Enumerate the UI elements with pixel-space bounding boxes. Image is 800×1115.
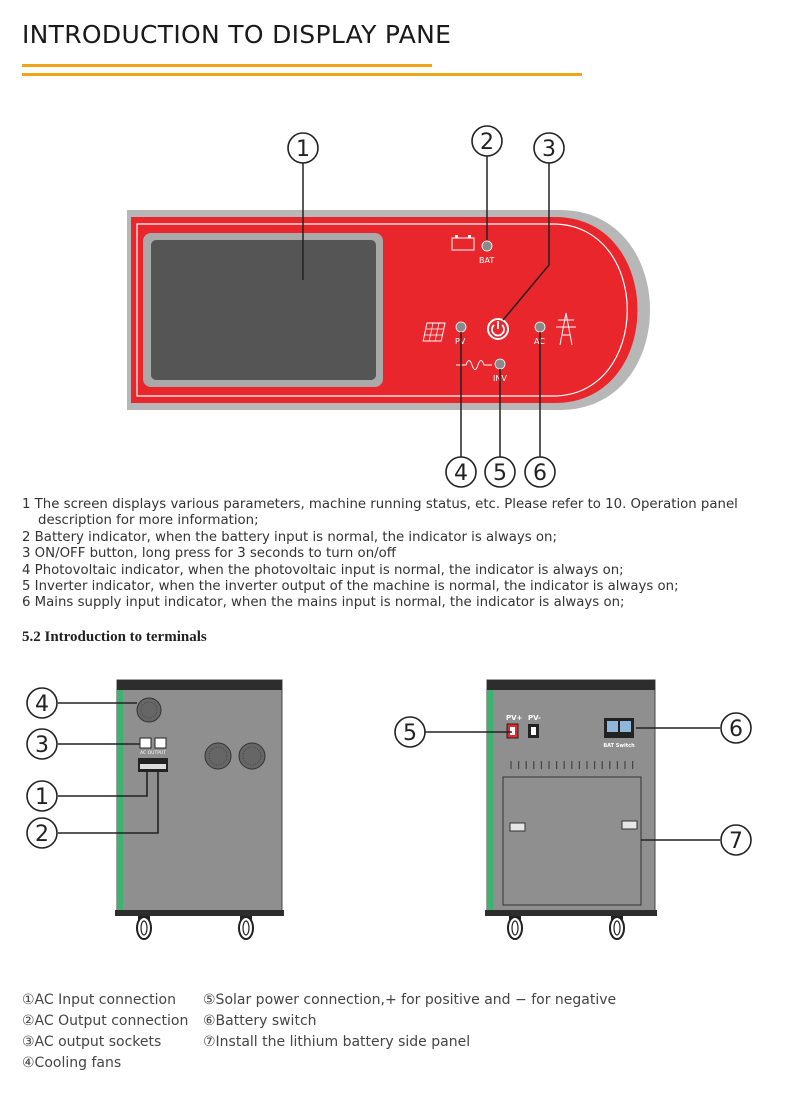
callout-1: 1 [287,132,319,164]
pv-plus-label: PV+ [506,714,523,722]
section-heading: 5.2 Introduction to terminals [22,629,207,645]
legend-item: ②AC Output connection [22,1013,189,1029]
legend-item: ①AC Input connection [22,992,176,1008]
cooling-fan [136,697,162,723]
power-icon [491,324,505,337]
back-callout-5: 5 [394,716,426,748]
legend-item: ⑦Install the lithium battery side panel [203,1034,471,1050]
front-callout-2-text: 2 [35,822,49,847]
title-underline [22,64,432,67]
inv-indicator-led [494,358,506,370]
back-callout-6: 6 [720,712,752,744]
front-callout-4: 4 [26,687,58,719]
callout-leaders [302,155,550,457]
back-callout-leaders [425,727,720,841]
panel-latch [509,822,526,832]
front-callout-3-text: 3 [35,733,49,758]
wheel [609,916,625,940]
wheel [507,916,523,940]
pv-indicator-led [455,321,467,333]
front-callout-3: 3 [26,728,58,760]
display-panel-diagram: BAT PV AC INV 1 2 [127,125,650,488]
callout-1-text: 1 [296,137,310,162]
panel-latch [621,820,638,830]
sine-wave-icon [456,360,492,370]
description-line: 2 Battery indicator, when the battery in… [22,529,557,545]
vent-strip [510,761,634,769]
wheel [136,916,152,940]
power-button[interactable] [487,318,509,340]
legend-item: ⑥Battery switch [203,1013,317,1029]
lcd-screen-inner [151,240,376,380]
battery-icon [451,235,475,251]
ac-indicator-led [534,321,546,333]
pv-minus-label: PV- [528,714,541,722]
indicator-descriptions: 1 The screen displays various parameters… [22,497,782,612]
panel-outline [136,223,628,397]
callout-5-text: 5 [493,461,507,486]
ac-socket [139,737,152,749]
back-callout-5-text: 5 [403,721,417,746]
callout-5: 5 [484,456,516,488]
power-pylon-icon [556,312,576,346]
description-line: 6 Mains supply input indicator, when the… [22,595,625,611]
legend-item: ④Cooling fans [22,1055,122,1071]
solar-panel-icon [422,322,446,342]
callout-4: 4 [445,456,477,488]
back-callout-7-text: 7 [729,829,743,854]
bat-label: BAT [479,256,494,265]
front-callout-leaders [58,702,159,834]
back-unit: PV+ PV- BAT Switch [485,679,657,940]
description-line: 3 ON/OFF button, long press for 3 second… [22,546,396,562]
battery-side-panel [502,776,642,906]
description-line: 5 Inverter indicator, when the inverter … [22,579,679,595]
description-line: 4 Photovoltaic indicator, when the photo… [22,562,624,578]
description-line: description for more information; [38,513,259,529]
legend-item: ⑤Solar power connection,+ for positive a… [203,992,617,1008]
callout-2-text: 2 [480,130,494,155]
callout-4-text: 4 [454,461,468,486]
page-title: INTRODUCTION TO DISPLAY PANE [22,20,452,49]
back-callout-6-text: 6 [729,717,743,742]
callout-3: 3 [533,132,565,164]
back-callout-7: 7 [720,824,752,856]
legend-item: ③AC output sockets [22,1034,162,1050]
bat-indicator-led [481,240,493,252]
ac-socket [154,737,167,749]
callout-6-text: 6 [533,461,547,486]
callout-2: 2 [471,125,503,157]
callout-6: 6 [524,456,556,488]
front-unit: AC OUTPUT [115,679,284,940]
title-underline-long [22,73,582,76]
terminal-legend-left: ①AC Input connection ②AC Output connecti… [22,990,188,1074]
front-callout-1-text: 1 [35,785,49,810]
front-callout-4-text: 4 [35,692,49,717]
callout-3-text: 3 [542,137,556,162]
bat-switch-label: BAT Switch [603,743,635,749]
wheel [238,916,254,940]
ac-output-label: AC OUTPUT [140,750,166,756]
terminal-legend-right: ⑤Solar power connection,+ for positive a… [203,990,616,1053]
front-callout-1: 1 [26,780,58,812]
terminals-diagram: AC OUTPUT 4 3 1 2 [26,679,752,940]
description-line: 1 The screen displays various parameters… [22,497,738,512]
front-callout-2: 2 [26,817,58,849]
